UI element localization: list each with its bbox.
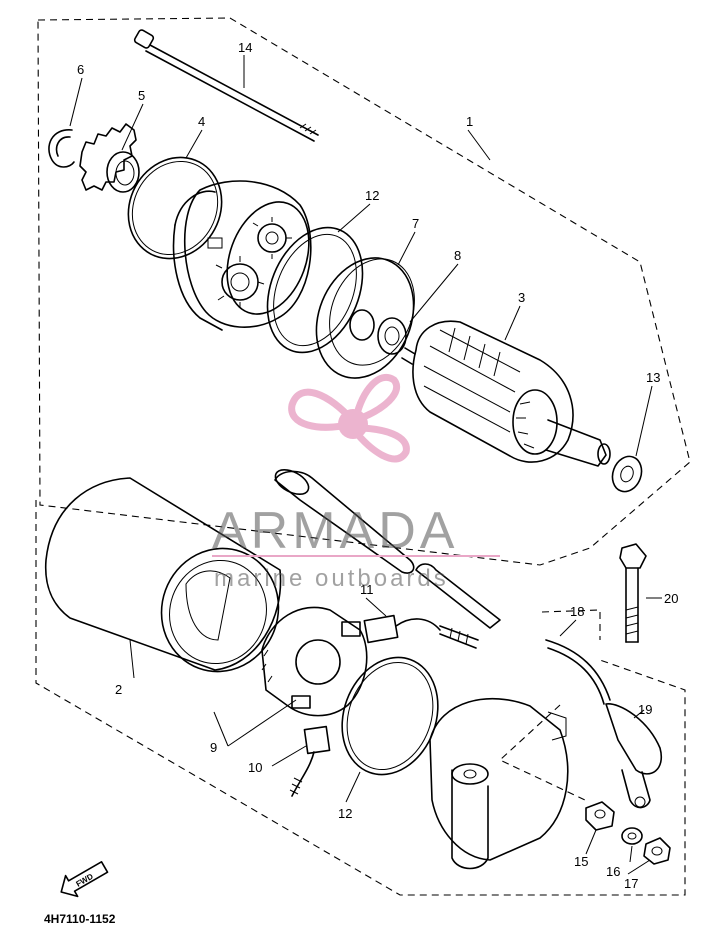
watermark: ARMADA marine outboards [212, 374, 500, 592]
fwd-arrow: FWD [60, 861, 109, 898]
leader-lines [69, 55, 662, 875]
yoke [44, 477, 282, 673]
assembly-boundary [35, 17, 691, 896]
through-bolt [133, 29, 319, 142]
propeller-icon [288, 374, 410, 463]
callout-19: 19 [638, 702, 652, 717]
pinion-gear [79, 123, 140, 193]
callout-12-lower: 12 [338, 806, 352, 821]
callout-20: 20 [664, 591, 678, 606]
watermark-brand: ARMADA [212, 502, 458, 560]
circlip [48, 129, 75, 168]
front-bracket [172, 180, 312, 331]
o-ring-rear [341, 656, 439, 776]
callout-3: 3 [518, 290, 525, 305]
o-ring-front [127, 156, 223, 260]
fasteners [585, 801, 671, 865]
callout-10: 10 [248, 760, 262, 775]
cable [545, 639, 663, 809]
bolt [619, 543, 647, 643]
callout-14: 14 [238, 40, 252, 55]
callout-8: 8 [454, 248, 461, 263]
washer [377, 317, 407, 355]
callout-18: 18 [570, 604, 584, 619]
callout-11: 11 [360, 582, 374, 597]
callout-labels: 14 6 5 4 1 12 7 8 3 13 2 11 18 20 19 9 1… [77, 40, 678, 891]
armature [401, 320, 611, 467]
watermark-tagline: marine outboards [214, 565, 449, 592]
callout-7: 7 [412, 216, 419, 231]
callout-2: 2 [115, 682, 122, 697]
part-code: 4H7110-1152 [44, 912, 116, 926]
callout-5: 5 [138, 88, 145, 103]
callout-15: 15 [574, 854, 588, 869]
plate [315, 257, 415, 379]
rear-cover [429, 698, 569, 870]
callout-1: 1 [466, 114, 473, 129]
callout-6: 6 [77, 62, 84, 77]
callout-17: 17 [624, 876, 638, 891]
callout-9: 9 [210, 740, 217, 755]
callout-12-upper: 12 [365, 188, 379, 203]
brush-holder [261, 606, 368, 717]
gasket-upper [266, 226, 364, 354]
small-washer [611, 455, 643, 493]
brush [289, 725, 331, 797]
callout-13: 13 [646, 370, 660, 385]
callout-4: 4 [198, 114, 205, 129]
lead-wire [363, 614, 479, 649]
callout-16: 16 [606, 864, 620, 879]
spacer-tube [274, 468, 501, 629]
